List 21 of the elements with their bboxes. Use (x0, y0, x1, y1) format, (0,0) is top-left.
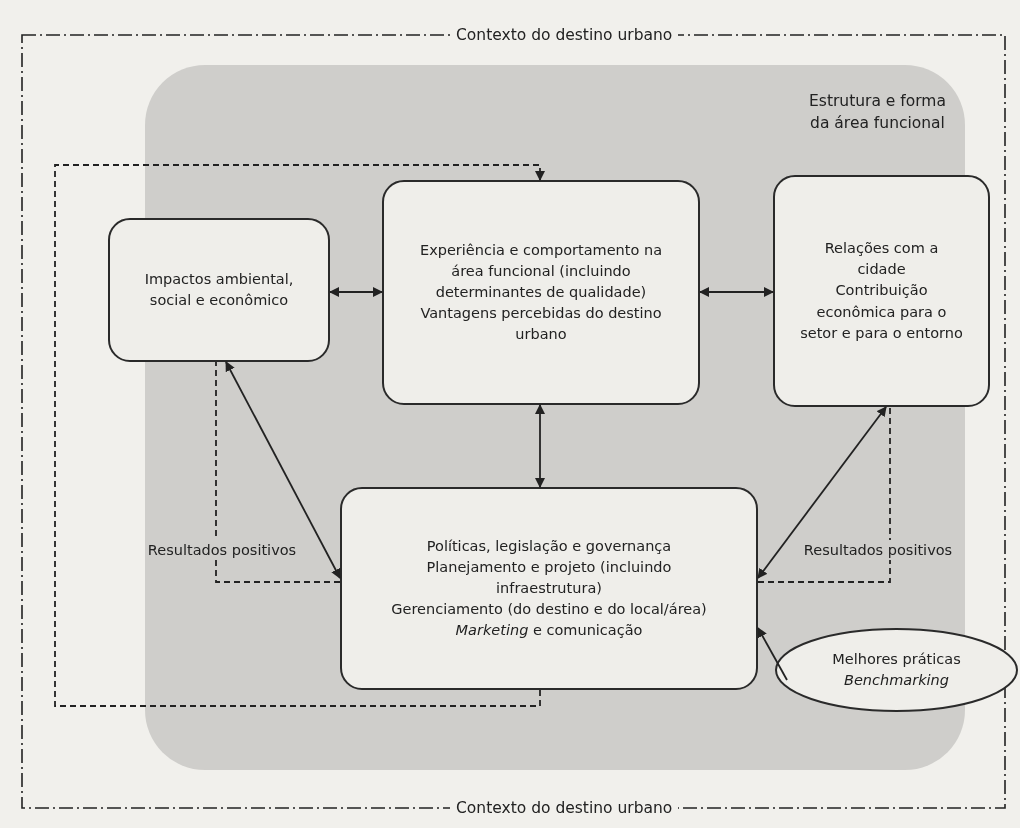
box-text: Políticas, legislação e governança (426, 536, 672, 556)
process-box (108, 218, 330, 362)
arrow (329, 287, 383, 297)
box-text: Impactos ambiental, social e econômico (143, 270, 295, 310)
box-text: Relações com a cidade (823, 239, 940, 280)
box-text: Vantagens percebidas do destino urbano (419, 304, 663, 344)
box-text: Marketing e comunicação (455, 621, 643, 640)
arrow (699, 287, 774, 297)
arrow (757, 627, 788, 681)
box-text: Planejamento e projeto (incluindo infraestrutura) (425, 557, 673, 598)
process-box (340, 487, 758, 690)
arrow (535, 404, 545, 488)
process-box (382, 180, 700, 405)
box-text: Gerenciamento (do destino e do local/área) (391, 600, 707, 619)
dashed-arrow (54, 164, 545, 707)
ellipse-text: Melhores práticas (832, 650, 961, 669)
box-text: Contribuição econômica para o setor e para o entorno (799, 281, 964, 343)
box-text: Experiência e comportamento na área funcional (incluindo determinantes de qualidade) (418, 240, 663, 302)
process-box (773, 175, 990, 407)
ellipse-text: Benchmarking (844, 671, 949, 690)
area-heading: Estrutura e forma da área funcional (808, 91, 947, 135)
